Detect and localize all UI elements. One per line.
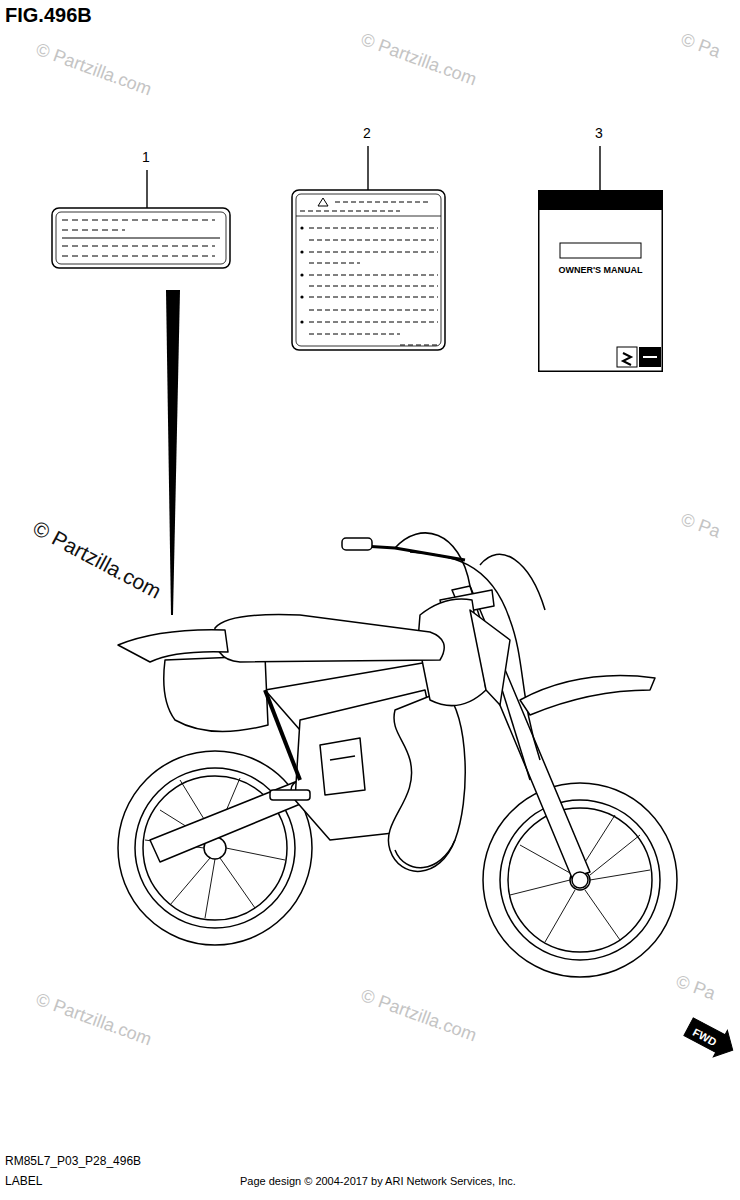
owners-manual: OWNER'S MANUAL [538, 190, 663, 372]
manual-cover [538, 190, 663, 372]
callout-number: 1 [142, 150, 150, 164]
leader-wedge [166, 290, 180, 615]
watermark: © Pa [679, 510, 723, 541]
copyright-note: Page design © 2004-2017 by ARI Network S… [240, 1176, 516, 1187]
dirt-bike [118, 533, 677, 977]
figure-title: FIG.496B [5, 5, 92, 25]
watermark: © Pa [679, 30, 723, 61]
warning-label [292, 190, 445, 350]
figure-code: RM85L7_P03_P28_496B [5, 1155, 141, 1167]
watermark: © Partzilla.com [359, 986, 479, 1044]
callout-number: 3 [595, 126, 603, 140]
watermark: © Partzilla.com [34, 990, 154, 1048]
label-sticker [52, 208, 230, 268]
watermark: © Partzilla.com [28, 516, 166, 603]
forward-arrow: FWD [680, 1012, 736, 1062]
figure-name: LABEL [5, 1175, 42, 1187]
callout-number: 2 [363, 126, 371, 140]
watermark: © Pa [674, 972, 718, 1003]
manual-title: OWNER'S MANUAL [558, 266, 642, 275]
watermark: © Partzilla.com [359, 30, 479, 88]
watermark: © Partzilla.com [34, 40, 154, 98]
